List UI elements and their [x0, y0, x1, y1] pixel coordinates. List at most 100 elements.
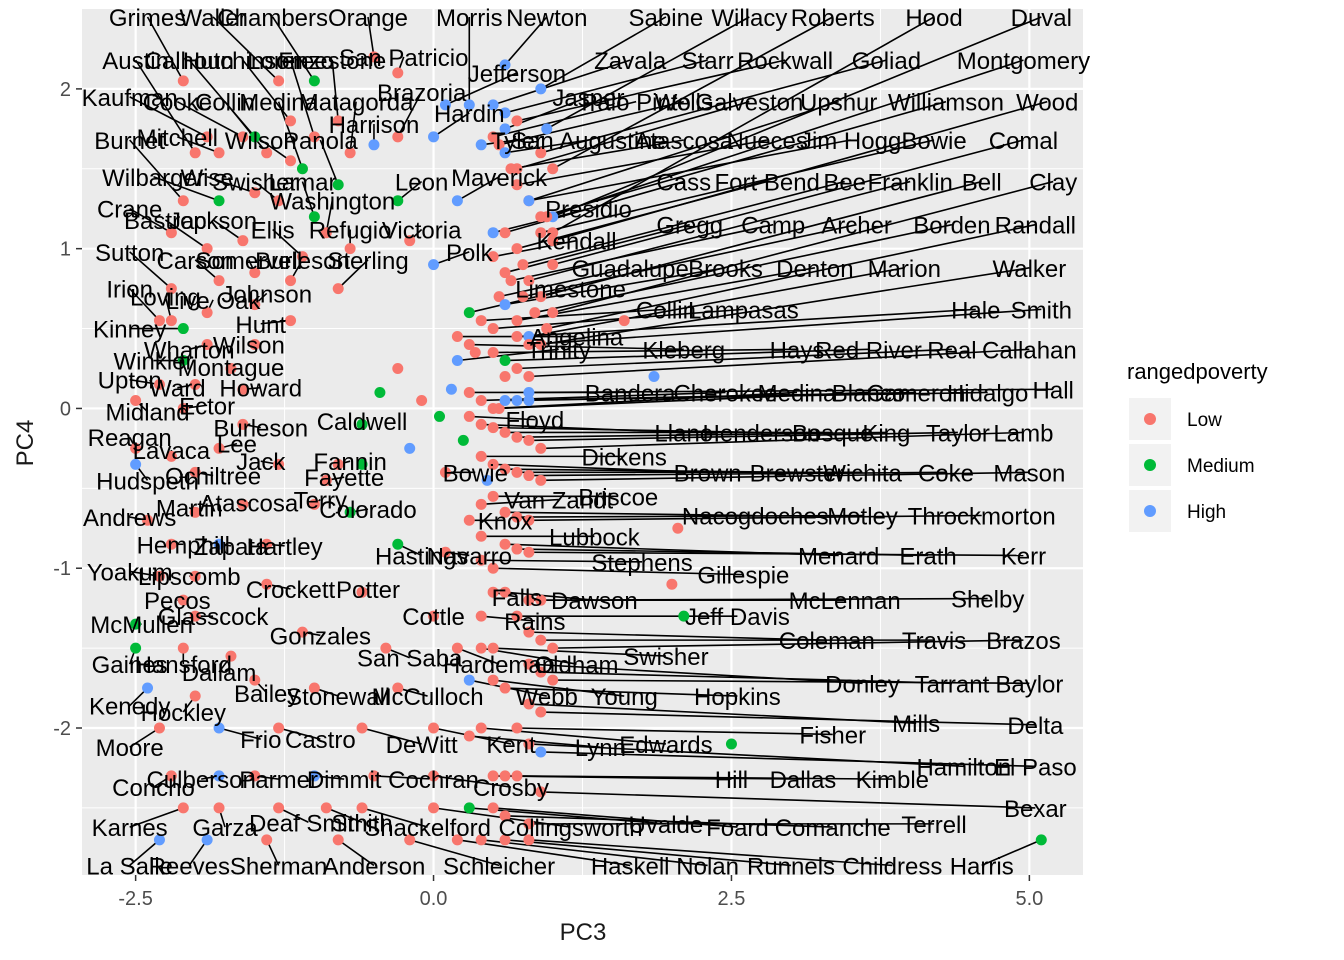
county-label: Grimes [109, 5, 186, 32]
data-point [523, 698, 535, 710]
data-point [535, 211, 547, 223]
data-point [439, 99, 451, 111]
data-point [213, 275, 225, 287]
data-point [344, 243, 356, 255]
county-label: Shackelford [364, 815, 491, 842]
leader-line [469, 415, 535, 421]
leader-line [433, 112, 470, 138]
data-point [535, 227, 547, 239]
data-point [213, 770, 225, 782]
data-point [177, 594, 189, 606]
data-point [392, 67, 404, 79]
county-label: Fannin [313, 449, 386, 476]
county-label: Castro [285, 727, 356, 754]
leader-line [337, 259, 369, 290]
leader-line [481, 615, 535, 622]
leader-line [516, 180, 768, 250]
data-point [499, 355, 511, 367]
county-label: Gonzales [270, 623, 371, 650]
data-point [177, 802, 189, 814]
county-label: McMullen [90, 612, 193, 639]
leader-line [540, 59, 887, 154]
data-point [475, 139, 487, 151]
data-point [177, 75, 189, 87]
county-label: Hartley [247, 534, 323, 561]
leader-line [528, 471, 946, 477]
data-point [392, 131, 404, 143]
county-label: La Salle [86, 853, 173, 880]
data-point [237, 418, 249, 430]
county-label: Edwards [619, 732, 712, 759]
county-label: Comal [989, 128, 1058, 155]
data-point [165, 770, 177, 782]
leader-line [457, 647, 500, 665]
county-label: Zavala [594, 48, 667, 75]
data-point [177, 195, 189, 207]
data-point [511, 722, 523, 734]
data-point [666, 578, 678, 590]
data-point [261, 578, 273, 590]
leader-line [528, 388, 1054, 394]
county-label: Dallam [182, 660, 257, 687]
county-label: Hood [905, 5, 962, 32]
data-point [511, 115, 523, 127]
leader-line [349, 101, 357, 153]
data-point [499, 426, 511, 438]
leader-line [516, 308, 976, 338]
data-point [225, 363, 237, 375]
county-label: Trinity [526, 337, 590, 364]
data-point [463, 514, 475, 526]
data-point [523, 339, 535, 351]
county-label: Burleson [255, 248, 350, 275]
county-label: Ochiltree [165, 464, 261, 491]
county-label: Runnels [747, 853, 835, 880]
county-label: Burleson [213, 416, 308, 443]
data-point [523, 546, 535, 558]
leader-line [361, 727, 422, 745]
data-point [237, 498, 249, 510]
leader-line [505, 815, 833, 828]
county-label: Nolan [676, 853, 739, 880]
county-label: Bailey [234, 681, 299, 708]
leader-line [445, 72, 518, 106]
data-point [505, 275, 517, 287]
county-label: Lubbock [549, 524, 641, 551]
data-point [547, 307, 559, 319]
leader-line [325, 807, 363, 824]
county-label: Randall [995, 213, 1076, 240]
data-point [273, 458, 285, 470]
data-points [130, 51, 1047, 846]
county-label: Brewster [750, 460, 845, 487]
data-point [332, 458, 344, 470]
data-point [308, 770, 320, 782]
data-point [142, 682, 154, 694]
county-label: San Augustine [511, 128, 666, 155]
legend-title: rangedpoverty [1127, 359, 1268, 384]
data-point [201, 834, 213, 846]
data-point [165, 315, 177, 327]
county-label: McCulloch [372, 684, 484, 711]
leader-line [540, 791, 1036, 809]
x-tick-label: -2.5 [118, 888, 152, 910]
data-point [487, 251, 499, 263]
leader-line [457, 348, 559, 362]
leader-line [528, 267, 905, 338]
county-label: Atascosa [634, 128, 733, 155]
county-label: Briscoe [578, 484, 658, 511]
county-label: Cooke [143, 90, 212, 117]
data-point [296, 163, 308, 175]
data-point [189, 147, 201, 159]
data-point [225, 650, 237, 662]
county-label: Panola [283, 128, 358, 155]
county-label: Upton [98, 368, 162, 395]
county-label: Somervell [195, 248, 302, 275]
data-point [189, 466, 201, 478]
leader-line [540, 711, 1036, 726]
leader-line [540, 100, 947, 218]
county-label: Clay [1029, 170, 1077, 197]
data-point [404, 834, 416, 846]
leader-line [516, 514, 863, 518]
leader-line [546, 59, 1024, 218]
county-label: Kent [486, 732, 536, 759]
county-label: Upshur [800, 90, 877, 117]
